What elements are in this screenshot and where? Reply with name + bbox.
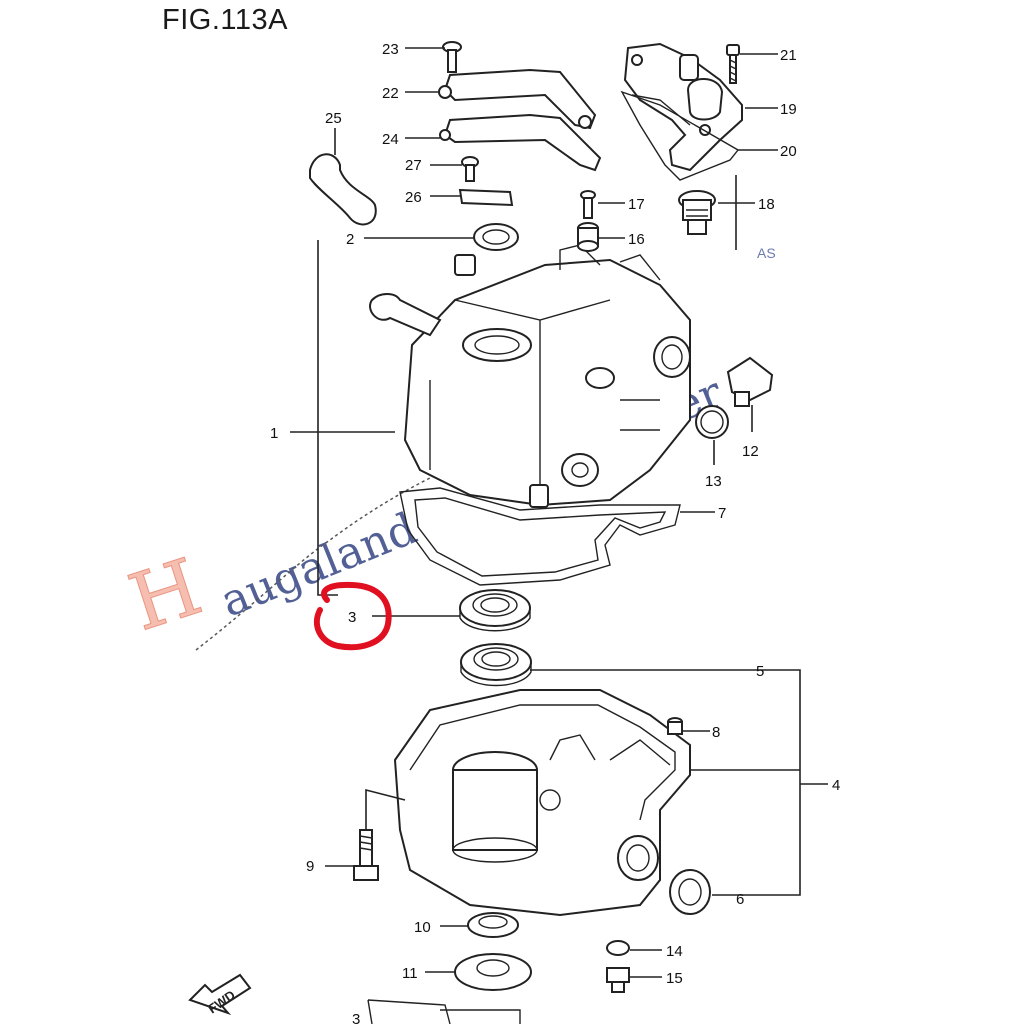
callout-22: 22 — [382, 85, 399, 102]
callout-21: 21 — [780, 47, 797, 64]
o-ring-part-13[interactable] — [695, 405, 729, 439]
thermostat-cover-part-19[interactable] — [623, 42, 743, 172]
dowel-part-16[interactable] — [577, 222, 599, 252]
screw-part-27[interactable] — [461, 156, 479, 182]
callout-26: 26 — [405, 189, 422, 206]
clamp-part-26[interactable] — [458, 188, 514, 207]
watermark-suffix: AS — [757, 245, 776, 261]
callout-3-bottom: 3 — [352, 1011, 360, 1024]
callout-15: 15 — [666, 970, 683, 987]
oil-seal-part-10[interactable] — [467, 912, 519, 938]
cylinder-head-part-1[interactable] — [369, 244, 691, 508]
callout-24: 24 — [382, 131, 399, 148]
callout-23: 23 — [382, 41, 399, 58]
leader-lines — [290, 47, 828, 978]
gasket-plate-part-24[interactable] — [439, 113, 602, 172]
bottom-bracket-partial — [367, 999, 521, 1024]
callout-6: 6 — [736, 891, 744, 908]
seal-plate-part-11[interactable] — [454, 953, 532, 991]
drain-plug-part-15[interactable] — [606, 967, 630, 993]
callout-5: 5 — [756, 663, 764, 680]
callout-7: 7 — [718, 505, 726, 522]
gasket-part-14[interactable] — [606, 940, 630, 956]
gasket-part-7[interactable] — [399, 487, 681, 586]
callout-19: 19 — [780, 101, 797, 118]
callout-labels: 23 22 24 27 26 25 2 1 17 16 18 21 19 20 … — [270, 41, 840, 1024]
watermark-initial: H — [119, 542, 212, 649]
hose-part-25[interactable] — [309, 153, 377, 226]
callout-9: 9 — [306, 858, 314, 875]
callout-25: 25 — [325, 110, 342, 127]
highlight-circle-part-3 — [313, 581, 392, 651]
callout-10: 10 — [414, 919, 431, 936]
callout-27: 27 — [405, 157, 422, 174]
figure-title: FIG.113A — [162, 4, 288, 36]
callout-16: 16 — [628, 231, 645, 248]
callout-13: 13 — [705, 473, 722, 490]
thermostat-part-18[interactable] — [678, 190, 716, 235]
callout-18: 18 — [758, 196, 775, 213]
callout-8: 8 — [712, 724, 720, 741]
bolt-part-9[interactable] — [353, 829, 379, 881]
forward-direction-arrow: FWD — [188, 973, 252, 1016]
callout-1: 1 — [270, 425, 278, 442]
callout-11: 11 — [402, 965, 418, 982]
bolt-part-21[interactable] — [726, 44, 740, 84]
callout-17: 17 — [628, 196, 645, 213]
callout-3: 3 — [348, 609, 356, 626]
thermostat-gasket-part-20[interactable] — [620, 90, 740, 181]
callout-12: 12 — [742, 443, 759, 460]
dowel-part-8[interactable] — [667, 717, 683, 735]
oil-seal-part-6[interactable] — [669, 869, 711, 915]
callout-4: 4 — [832, 777, 840, 794]
bolt-part-23[interactable] — [442, 41, 462, 73]
callout-20: 20 — [780, 143, 797, 160]
oil-filler-cap-part-12[interactable] — [726, 356, 774, 407]
callout-14: 14 — [666, 943, 683, 960]
callout-2: 2 — [346, 231, 354, 248]
watermark-chain — [195, 429, 561, 651]
bearing-part-5[interactable] — [460, 643, 532, 687]
bearing-part-3[interactable] — [459, 589, 531, 632]
crankcase-part-4[interactable] — [393, 689, 691, 917]
screw-part-17[interactable] — [580, 190, 596, 219]
oil-seal-part-2[interactable] — [473, 223, 519, 251]
